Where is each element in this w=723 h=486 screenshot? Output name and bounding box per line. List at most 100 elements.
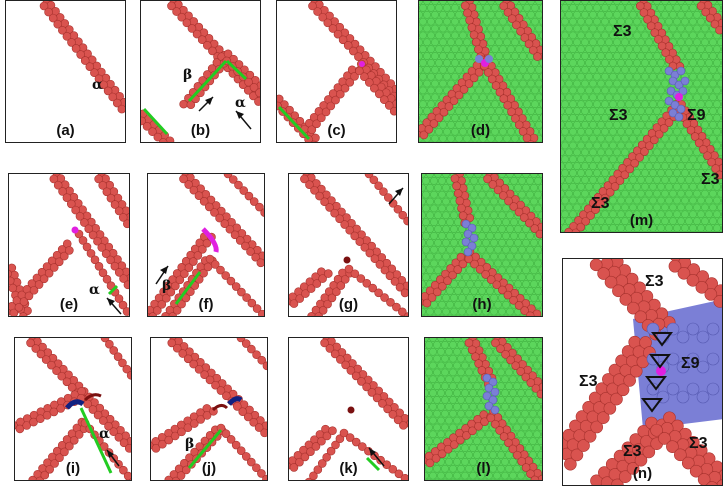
- red-atom: [498, 191, 508, 200]
- blue-atom: [668, 108, 678, 118]
- red-atom: [711, 164, 720, 173]
- red-atom: [62, 32, 72, 41]
- red-atom: [468, 426, 477, 436]
- red-atom: [460, 1, 470, 10]
- red-atom: [703, 151, 712, 161]
- red-atom: [225, 224, 235, 234]
- red-atom: [175, 275, 185, 285]
- red-atom: [375, 260, 385, 269]
- red-atom: [365, 248, 375, 258]
- red-atom: [176, 471, 186, 480]
- red-atom: [448, 270, 457, 280]
- panel-h-atoms: [422, 174, 542, 316]
- red-atom: [340, 275, 350, 284]
- red-atom: [105, 339, 114, 349]
- red-atom: [228, 175, 238, 184]
- dislocation-line: [225, 59, 248, 81]
- red-atom: [325, 203, 334, 212]
- red-atom: [181, 465, 191, 475]
- red-atom: [88, 230, 98, 240]
- panel-i: α (i): [14, 337, 132, 481]
- red-atom: [171, 281, 180, 291]
- red-atom: [689, 464, 703, 478]
- red-atom: [320, 338, 329, 348]
- red-atom: [657, 41, 667, 51]
- red-atom: [262, 474, 267, 480]
- red-atom: [313, 465, 323, 474]
- red-atom: [635, 1, 645, 11]
- blue-atom: [467, 223, 477, 233]
- red-atom: [516, 367, 525, 376]
- red-atom: [322, 452, 331, 462]
- red-atom: [528, 45, 538, 55]
- red-atom: [162, 293, 171, 303]
- red-atom: [241, 339, 251, 348]
- red-atom: [22, 421, 32, 430]
- blue-atom: [676, 390, 690, 404]
- red-atom: [238, 407, 248, 417]
- red-atom: [53, 19, 63, 29]
- red-atom: [370, 254, 380, 264]
- red-atom: [83, 399, 92, 409]
- red-atom: [616, 383, 630, 397]
- red-atom: [251, 252, 260, 262]
- red-atom: [49, 174, 59, 184]
- red-atom: [654, 35, 663, 44]
- red-atom: [521, 463, 531, 472]
- red-atom: [619, 293, 633, 306]
- red-atom: [535, 229, 542, 239]
- red-atom: [499, 94, 509, 103]
- red-atom: [318, 12, 327, 22]
- red-atom: [612, 284, 625, 298]
- red-atom: [189, 359, 198, 369]
- red-atom: [490, 419, 500, 429]
- red-atom: [630, 158, 639, 168]
- red-atom: [443, 444, 453, 454]
- red-atom: [467, 23, 477, 32]
- panel-g-label: (g): [338, 296, 359, 313]
- red-atom: [246, 457, 256, 467]
- red-atom: [471, 37, 481, 47]
- red-atom: [520, 306, 529, 315]
- red-atom: [249, 417, 258, 427]
- red-atom: [570, 448, 584, 462]
- red-atom: [503, 290, 513, 300]
- red-atom: [50, 459, 59, 468]
- red-atom: [198, 245, 207, 254]
- red-atom: [202, 411, 212, 420]
- red-atom: [356, 274, 366, 283]
- red-atom: [425, 458, 435, 468]
- red-atom: [222, 391, 231, 401]
- red-atom: [362, 382, 371, 392]
- panel-k: (k): [288, 337, 409, 481]
- red-atom: [54, 257, 64, 267]
- red-atom: [564, 457, 577, 471]
- red-atom: [57, 371, 67, 381]
- red-atom: [581, 216, 590, 226]
- red-atom: [187, 24, 197, 33]
- red-atom: [300, 174, 309, 184]
- red-atom: [289, 299, 299, 308]
- red-atom: [9, 269, 12, 278]
- red-atom: [148, 127, 157, 136]
- red-atom: [343, 41, 353, 50]
- red-atom: [694, 138, 704, 148]
- red-atom: [399, 421, 408, 430]
- red-atom: [643, 15, 652, 24]
- red-atom: [686, 274, 700, 287]
- red-atom: [419, 130, 429, 140]
- red-atom: [350, 72, 359, 81]
- red-atom: [260, 428, 267, 438]
- red-atom: [246, 247, 255, 256]
- red-atom: [194, 191, 204, 201]
- red-atom: [200, 370, 209, 379]
- red-atom: [469, 30, 479, 40]
- red-atom: [325, 344, 335, 353]
- red-atom: [36, 414, 45, 423]
- red-atom: [506, 355, 515, 365]
- red-atom: [172, 7, 181, 16]
- red-atom: [524, 39, 534, 49]
- blue-atom: [676, 66, 686, 76]
- red-atom: [45, 464, 55, 474]
- red-atom: [9, 276, 15, 286]
